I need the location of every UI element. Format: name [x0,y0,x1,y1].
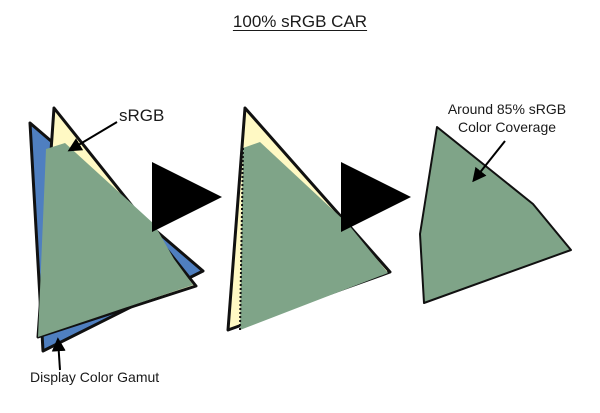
coverage-label-line-1: Around 85% sRGB [447,101,567,117]
overlap-region [38,143,193,337]
coverage-label-line-2: Color Coverage [457,119,557,135]
diagram-title: 100% sRGB CAR [0,12,600,32]
srgb-pointer [67,121,118,152]
coverage-pointer [472,140,506,183]
diagram-title-text: 100% sRGB CAR [232,12,368,31]
display-gamut-label: Display Color Gamut [30,369,160,385]
coverage-label: Around 85% sRGB Color Coverage [432,100,582,136]
display-gamut-pointer [51,337,66,371]
coverage-polygon [419,126,572,304]
overlap-region-stage2 [240,142,388,330]
srgb-label: sRGB [119,106,165,125]
